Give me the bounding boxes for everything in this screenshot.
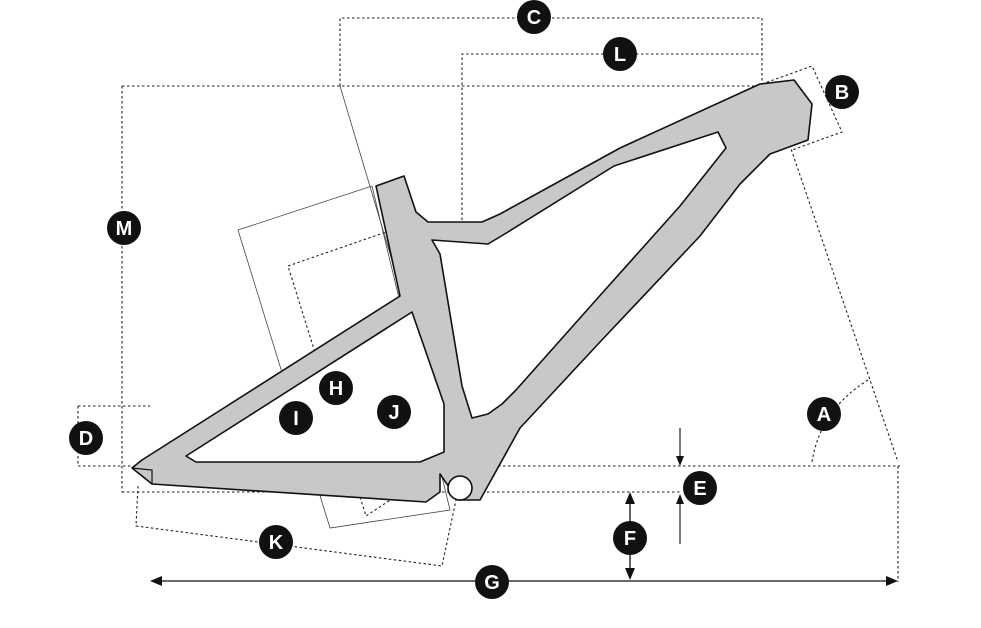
badge-b: B [825,75,859,109]
badge-c-text: C [527,7,541,29]
dim-b-line [761,65,843,151]
bike-frame [131,79,813,503]
bottom-bracket [447,475,473,501]
f-arrow-up [625,492,635,504]
badge-g-text: G [484,572,500,594]
badge-j-text: J [388,402,399,424]
dim-k-line [135,485,457,567]
badge-a: A [807,397,841,431]
badge-l-text: L [614,44,626,66]
badge-e: E [683,471,717,505]
badge-f: F [613,521,647,555]
badge-e-text: E [693,478,706,500]
badge-h-text: H [329,378,343,400]
rear-triangle-cutout [185,311,445,463]
g-arrow-left [150,576,162,586]
badge-j: J [377,395,411,429]
badge-d: D [69,421,103,455]
badge-b-text: B [835,82,849,104]
badge-d-text: D [79,428,93,450]
badge-k-text: K [269,532,284,554]
badge-a-text: A [817,404,831,426]
badge-m-text: M [116,218,133,240]
badge-m: M [107,211,141,245]
e-arrow-top [676,456,684,466]
badge-l: L [603,37,637,71]
g-arrow-right [886,576,898,586]
arrows [150,428,898,586]
badge-c: C [517,0,551,34]
badge-g: G [475,565,509,599]
badge-i: I [279,401,313,435]
e-arrow-bottom [676,494,684,504]
badge-i-text: I [293,408,299,430]
dropout [131,467,153,484]
front-triangle-cutout [431,131,727,419]
label-badges: C L B M H J I A D E F K G [69,0,859,599]
badge-f-text: F [624,528,636,550]
badge-h: H [319,371,353,405]
badge-k: K [259,525,293,559]
f-arrow-down [625,568,635,580]
dim-l-line [461,53,762,470]
dim-a-line [787,139,899,463]
